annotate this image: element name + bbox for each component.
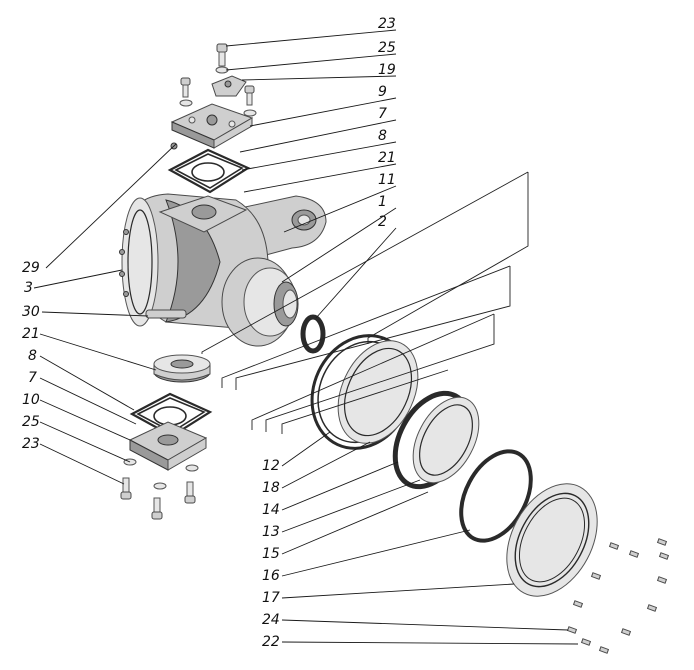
- callout-11: 11: [378, 172, 396, 188]
- leader-lines: [33, 29, 579, 645]
- callout-8-bottom: 8: [28, 348, 37, 364]
- bolts-22-24: [566, 538, 670, 654]
- callout-29: 29: [22, 260, 40, 276]
- gasket-7-top: [167, 148, 251, 194]
- seal-2: [300, 314, 326, 354]
- bolt-bottom-right: [184, 481, 196, 504]
- callout-13: 13: [262, 524, 280, 540]
- pin-30: [145, 309, 187, 319]
- callout-16: 16: [262, 568, 280, 584]
- ring-16: [459, 449, 533, 543]
- bolt-23-top: [216, 43, 228, 67]
- callout-21-top: 21: [378, 150, 396, 166]
- callout-17: 17: [262, 590, 280, 606]
- section-frames: [201, 171, 529, 434]
- callout-25-bottom: 25: [22, 414, 40, 430]
- callout-25-top: 25: [378, 40, 396, 56]
- callout-8-top: 8: [378, 128, 387, 144]
- ring-set: [310, 334, 598, 597]
- callout-21-bottom: 21: [22, 326, 40, 342]
- callout-labels: 23 25 19 9 7 8 21 11 1 2 29 3 30 21 8 7 …: [22, 16, 396, 650]
- bolt-top-left: [179, 77, 193, 107]
- bolt-top-right: [243, 85, 257, 117]
- callout-7-bottom: 7: [28, 370, 37, 386]
- callout-19: 19: [378, 62, 396, 78]
- knuckle-housing-3: [119, 142, 327, 347]
- callout-9: 9: [378, 84, 387, 100]
- callout-15: 15: [262, 546, 280, 562]
- callout-22: 22: [262, 634, 280, 650]
- bolt-23-bottom-left: [120, 477, 132, 500]
- lower-assembly: [120, 354, 213, 520]
- callout-24: 24: [262, 612, 280, 628]
- top-cover-assembly: [167, 43, 257, 194]
- callout-10: 10: [22, 392, 40, 408]
- callout-14: 14: [262, 502, 280, 518]
- callout-18: 18: [262, 480, 280, 496]
- ring-13: [412, 396, 480, 484]
- cover-17: [506, 483, 598, 597]
- callout-30: 30: [22, 304, 40, 320]
- callout-23-top: 23: [378, 16, 396, 32]
- callout-7-top: 7: [378, 106, 387, 122]
- callout-12: 12: [262, 458, 280, 474]
- callout-23-bottom: 23: [22, 436, 40, 452]
- callout-2: 2: [378, 214, 387, 230]
- callout-1: 1: [378, 194, 387, 210]
- bolt-bottom-mid: [151, 497, 163, 520]
- callout-3: 3: [24, 280, 33, 296]
